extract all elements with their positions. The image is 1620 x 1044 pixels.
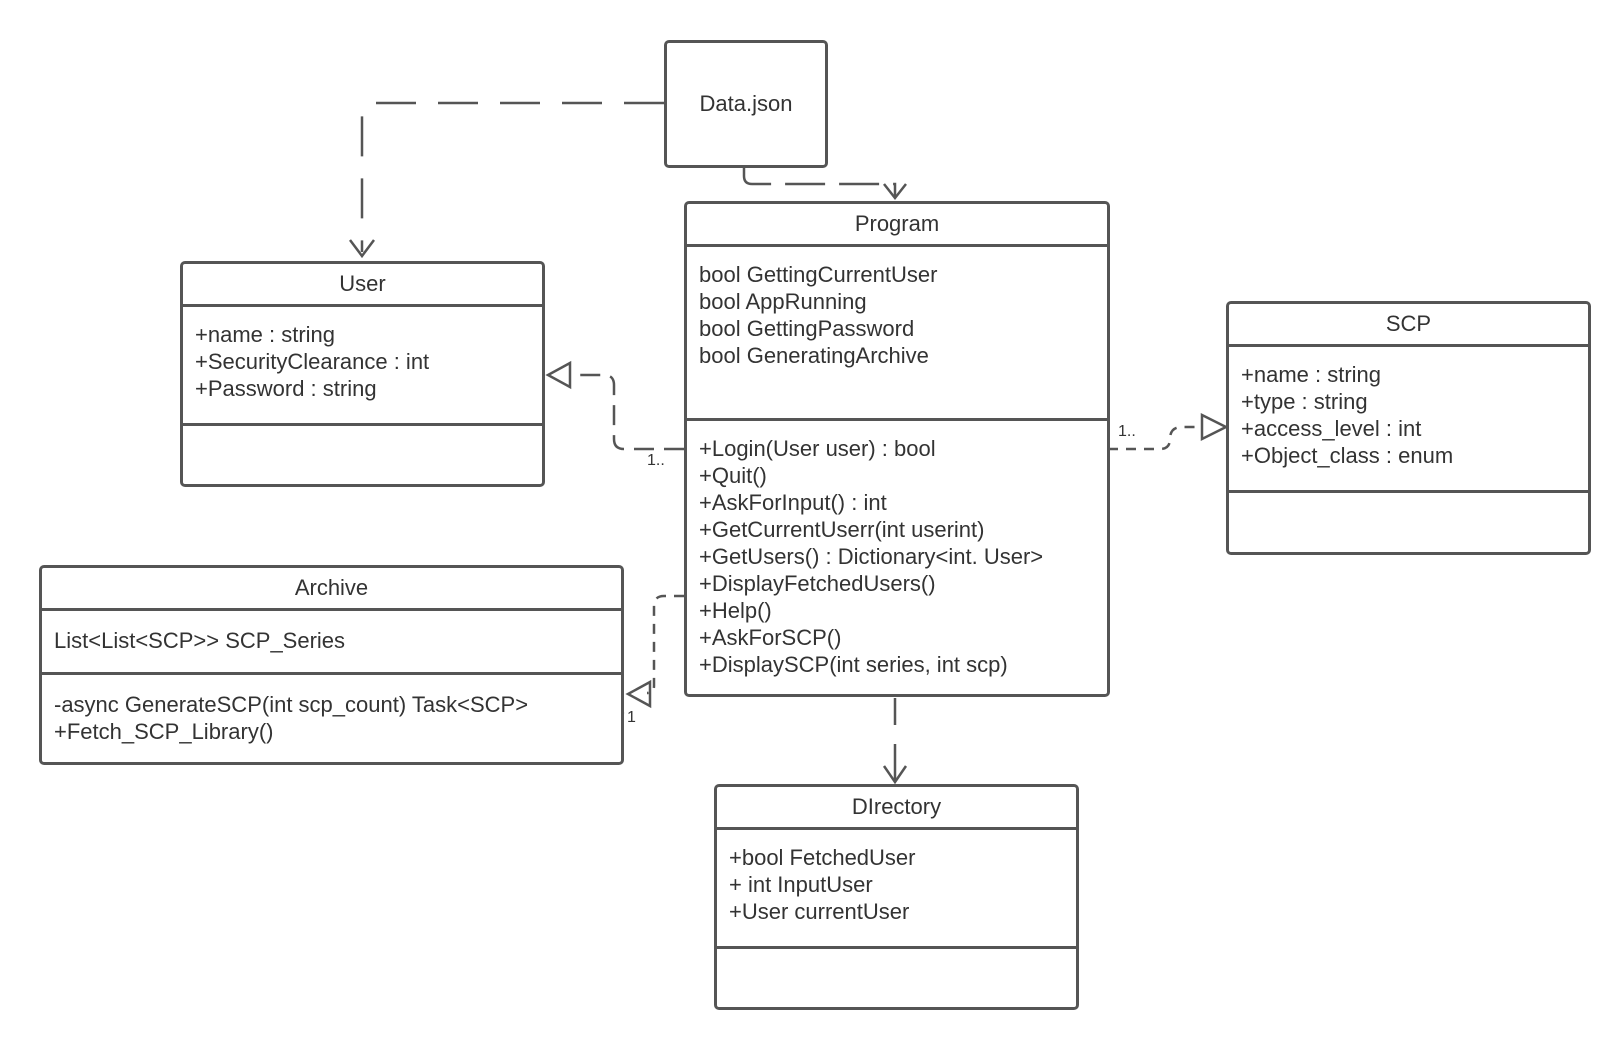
connector-data-to-user[interactable] bbox=[360, 101, 664, 252]
class-directory-name: DIrectory bbox=[717, 787, 1076, 830]
archive-method: -async GenerateSCP(int scp_count) Task<S… bbox=[54, 692, 529, 717]
class-scp[interactable]: SCP +name : string +type : string +acces… bbox=[1226, 301, 1591, 555]
class-archive-name: Archive bbox=[42, 568, 621, 611]
class-user-methods bbox=[183, 426, 542, 484]
connector-data-to-program[interactable] bbox=[742, 168, 897, 196]
scp-attribute: +access_level : int bbox=[1241, 416, 1422, 441]
arrowhead-scp-hollow bbox=[1200, 412, 1229, 442]
class-archive[interactable]: Archive List<List<SCP>> SCP_Series -asyn… bbox=[39, 565, 624, 765]
class-program-name: Program bbox=[687, 204, 1107, 247]
connector-program-to-user[interactable] bbox=[570, 373, 684, 451]
class-scp-attributes: +name : string +type : string +access_le… bbox=[1229, 347, 1588, 493]
arrowhead-program-open bbox=[883, 183, 907, 201]
multiplicity-archive-program: 1 bbox=[627, 709, 636, 726]
multiplicity-program-scp: 1.. bbox=[1118, 423, 1136, 440]
class-archive-methods: -async GenerateSCP(int scp_count) Task<S… bbox=[42, 675, 621, 755]
class-program-methods: +Login(User user) : bool +Quit() +AskFor… bbox=[687, 421, 1107, 688]
program-method: +GetUsers() : Dictionary<int. User> bbox=[699, 544, 1044, 569]
program-attribute: bool GettingCurrentUser bbox=[699, 262, 938, 287]
archive-method: +Fetch_SCP_Library() bbox=[54, 719, 274, 744]
program-method: +AskForInput() : int bbox=[699, 490, 887, 515]
class-directory-methods bbox=[717, 949, 1076, 1007]
directory-attribute: +bool FetchedUser bbox=[729, 845, 916, 870]
program-method: +Help() bbox=[699, 598, 772, 623]
archive-attribute: List<List<SCP>> SCP_Series bbox=[54, 628, 346, 653]
arrowhead-user-open bbox=[349, 239, 375, 259]
scp-attribute: +name : string bbox=[1241, 362, 1382, 387]
arrowhead-archive-hollow-upper bbox=[625, 679, 652, 709]
scp-attribute: +type : string bbox=[1241, 389, 1368, 414]
connector-program-to-scp[interactable] bbox=[1108, 425, 1202, 451]
program-attribute: bool GettingPassword bbox=[699, 316, 915, 341]
class-scp-name: SCP bbox=[1229, 304, 1588, 347]
program-method: +Login(User user) : bool bbox=[699, 436, 936, 461]
program-method: +GetCurrentUserr(int userint) bbox=[699, 517, 985, 542]
user-attribute: +Password : string bbox=[195, 376, 377, 401]
program-method: +DisplayFetchedUsers() bbox=[699, 571, 936, 596]
program-attribute: bool AppRunning bbox=[699, 289, 867, 314]
arrowhead-directory-open bbox=[882, 765, 908, 785]
class-program-attributes: bool GettingCurrentUser bool AppRunning … bbox=[687, 247, 1107, 421]
directory-attribute: + int InputUser bbox=[729, 872, 873, 897]
class-user-attributes: +name : string +SecurityClearance : int … bbox=[183, 307, 542, 426]
program-method: +AskForSCP() bbox=[699, 625, 842, 650]
class-user-name: User bbox=[183, 264, 542, 307]
user-attribute: +SecurityClearance : int bbox=[195, 349, 430, 374]
user-attribute: +name : string bbox=[195, 322, 336, 347]
multiplicity-program-user: 1.. bbox=[647, 452, 665, 469]
class-user[interactable]: User +name : string +SecurityClearance :… bbox=[180, 261, 545, 487]
program-method: +DisplaySCP(int series, int scp) bbox=[699, 652, 1008, 677]
class-program[interactable]: Program bool GettingCurrentUser bool App… bbox=[684, 201, 1110, 697]
arrowhead-user-hollow bbox=[545, 360, 572, 390]
data-json-box[interactable]: Data.json bbox=[664, 40, 828, 168]
class-directory-attributes: +bool FetchedUser + int InputUser +User … bbox=[717, 830, 1076, 949]
program-attribute: bool GeneratingArchive bbox=[699, 343, 929, 368]
connector-program-to-archive[interactable] bbox=[646, 594, 684, 695]
class-scp-methods bbox=[1229, 493, 1588, 552]
class-archive-attributes: List<List<SCP>> SCP_Series bbox=[42, 611, 621, 675]
program-method: +Quit() bbox=[699, 463, 767, 488]
directory-attribute: +User currentUser bbox=[729, 899, 910, 924]
class-directory[interactable]: DIrectory +bool FetchedUser + int InputU… bbox=[714, 784, 1079, 1010]
data-json-label: Data.json bbox=[699, 91, 793, 116]
scp-attribute: +Object_class : enum bbox=[1241, 443, 1454, 468]
